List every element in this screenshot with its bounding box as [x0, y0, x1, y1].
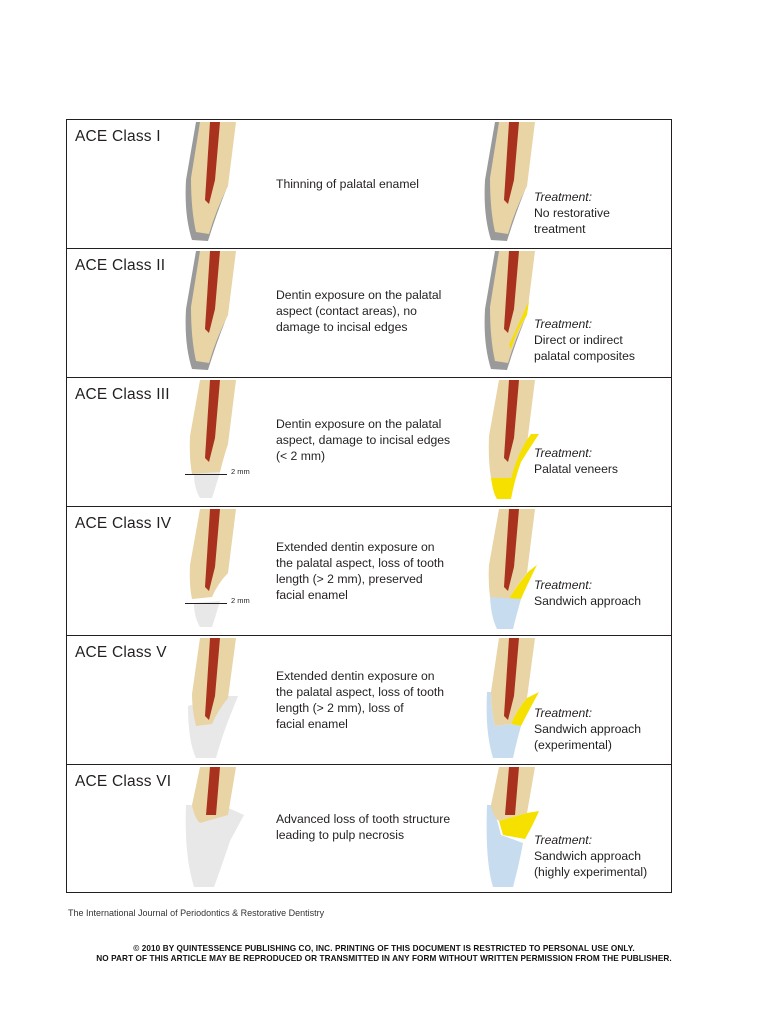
description: Extended dentin exposure on the palatal … [276, 540, 445, 602]
treatment-label: Treatment: [534, 446, 593, 460]
tooth-after-illustration [484, 251, 535, 370]
class-label: ACE Class II [75, 257, 166, 274]
tooth-before-illustration [188, 638, 238, 758]
class-label: ACE Class I [75, 128, 161, 145]
measurement-label: 2 mm [231, 596, 250, 605]
tooth-after-illustration [488, 380, 539, 499]
measurement-label: 2 mm [231, 467, 250, 476]
treatment-label: Treatment: [534, 578, 593, 592]
journal-name: The International Journal of Periodontic… [68, 908, 325, 918]
treatment-label: Treatment: [534, 317, 593, 331]
ace-row-1: ACE Class I Thinning of palatal enamel T… [67, 120, 671, 249]
treatment-label: Treatment: [534, 190, 593, 204]
tooth-before-illustration [189, 509, 236, 627]
tooth-before-illustration [185, 767, 244, 887]
treatment-label: Treatment: [534, 833, 593, 847]
tooth-after-illustration [486, 767, 539, 887]
description: Dentin exposure on the palatal aspect, d… [276, 417, 451, 463]
treatment: Treatment: Direct or indirect palatal co… [534, 316, 669, 364]
ace-row-3: ACE Class III 2 mm Dentin exposure on th… [67, 378, 671, 507]
copyright-line-1: © 2010 BY QUINTESSENCE PUBLISHING CO, IN… [133, 944, 635, 953]
treatment-label: Treatment: [534, 706, 593, 720]
tooth-before-illustration [189, 380, 236, 498]
copyright-line-2: NO PART OF THIS ARTICLE MAY BE REPRODUCE… [96, 954, 672, 963]
ace-row-5: ACE Class V Extended dentin exposure on … [67, 636, 671, 765]
class-label: ACE Class III [75, 386, 170, 403]
ace-row-6: ACE Class VI Advanced loss of tooth stru… [67, 765, 671, 894]
class-label: ACE Class VI [75, 773, 172, 790]
tooth-before-illustration [185, 251, 236, 370]
measurement-line [185, 474, 227, 475]
description: Dentin exposure on the palatal aspect (c… [276, 288, 442, 334]
description: Thinning of palatal enamel [276, 177, 419, 191]
class-label: ACE Class V [75, 644, 167, 661]
treatment: Treatment: Sandwich approach (highly exp… [534, 832, 669, 880]
class-label: ACE Class IV [75, 515, 172, 532]
measurement-line [185, 603, 227, 604]
ace-classification-table: ACE Class I Thinning of palatal enamel T… [66, 119, 672, 893]
treatment: Treatment: Sandwich approach (experiment… [534, 705, 669, 753]
tooth-before-illustration [185, 122, 236, 241]
ace-row-2: ACE Class II Dentin exposure on the pala… [67, 249, 671, 378]
treatment: Treatment: Sandwich approach [534, 577, 669, 609]
description: Advanced loss of tooth structure leading… [276, 812, 451, 842]
treatment: Treatment: No restorative treatment [534, 189, 669, 237]
tooth-after-illustration [486, 638, 539, 758]
ace-row-4: ACE Class IV 2 mm Extended dentin exposu… [67, 507, 671, 636]
description: Extended dentin exposure on the palatal … [276, 669, 445, 731]
tooth-after-illustration [484, 122, 535, 241]
treatment: Treatment: Palatal veneers [534, 445, 669, 477]
tooth-after-illustration [488, 509, 537, 629]
